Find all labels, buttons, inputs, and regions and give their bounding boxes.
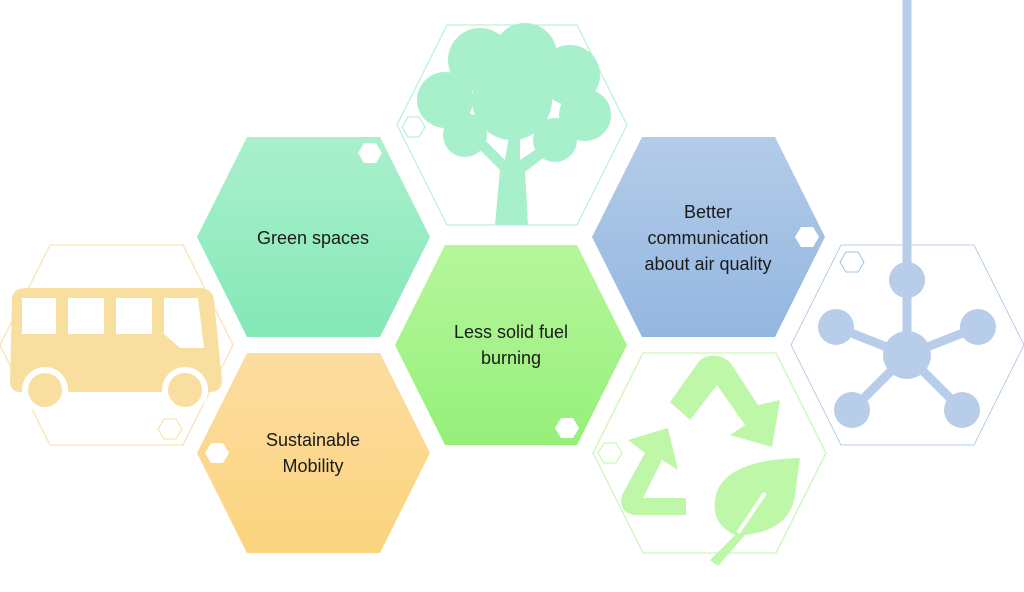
less-solid-fuel-hexagon: Less solid fuel burning	[395, 245, 627, 445]
green-spaces-hexagon: Green spaces	[197, 137, 430, 337]
less-solid-fuel-label-line1: Less solid fuel	[454, 322, 568, 342]
better-communication-label-line2: communication	[647, 228, 768, 248]
small-hexagon-marker	[839, 251, 865, 273]
small-hexagon-marker	[555, 418, 579, 438]
network-hexagon	[790, 0, 1024, 446]
small-hexagon-marker	[795, 227, 819, 247]
green-spaces-label: Green spaces	[257, 228, 369, 248]
small-hexagon-marker	[157, 418, 183, 440]
recycle-leaf-icon	[621, 355, 800, 566]
recycle-hexagon	[592, 352, 827, 566]
tree-hexagon	[396, 23, 628, 226]
small-hexagon-marker	[401, 116, 426, 138]
network-icon	[818, 0, 996, 428]
sustainable-mobility-label-line1: Sustainable	[266, 430, 360, 450]
better-communication-label-line3: about air quality	[644, 254, 771, 274]
better-communication-label-line1: Better	[684, 202, 732, 222]
bus-icon	[10, 288, 222, 413]
tree-icon	[417, 23, 611, 225]
small-hexagon-marker	[358, 143, 382, 163]
less-solid-fuel-label-line2: burning	[481, 348, 541, 368]
better-communication-hexagon: Better communication about air quality	[592, 137, 825, 337]
sustainable-mobility-hexagon: Sustainable Mobility	[197, 353, 430, 553]
small-hexagon-marker	[205, 443, 229, 463]
bus-hexagon	[0, 244, 234, 446]
small-hexagon-marker	[597, 442, 623, 464]
sustainable-mobility-label-line2: Mobility	[282, 456, 343, 476]
